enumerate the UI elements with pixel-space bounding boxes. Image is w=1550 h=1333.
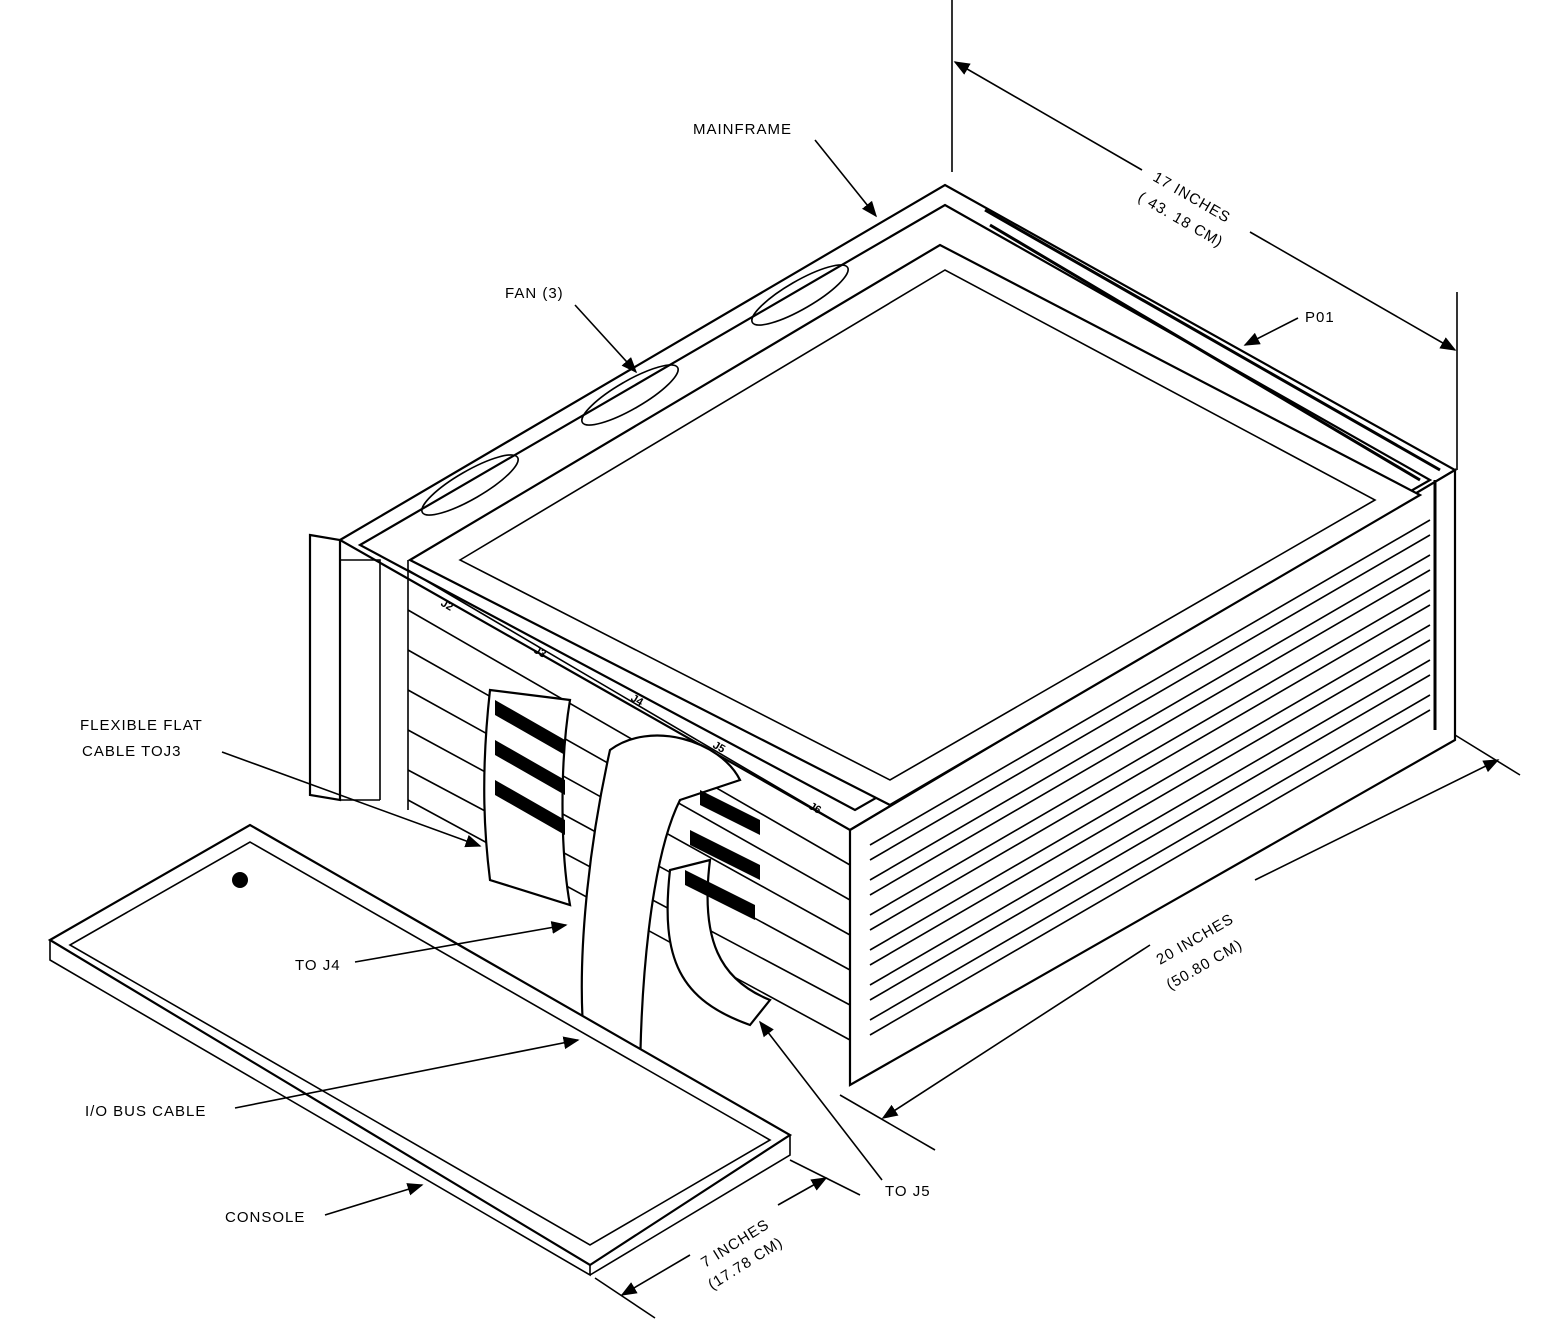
console-tray (47, 823, 793, 1277)
fan-icons (421, 264, 849, 516)
label-j5: J5 (711, 739, 728, 756)
label-j6: J6 (807, 800, 824, 817)
label-to-j5: TO J5 (885, 1183, 931, 1200)
mainframe-chassis (308, 183, 1458, 1087)
label-console: CONSOLE (225, 1209, 305, 1226)
label-mainframe: MAINFRAME (693, 121, 792, 138)
main-board (407, 243, 1423, 807)
label-io-bus-cable: I/O BUS CABLE (85, 1103, 206, 1120)
console-knob-icon (232, 872, 248, 888)
label-p01: P01 (1305, 309, 1335, 326)
front-plate (308, 533, 342, 802)
ribbon-cables (483, 688, 772, 1093)
label-j2: J2 (439, 597, 456, 614)
label-to-j4: TO J4 (295, 957, 341, 974)
label-fan: FAN (3) (505, 285, 564, 302)
p01-connector (984, 208, 1441, 472)
label-j3: J3 (532, 644, 549, 661)
label-flat-cable-2: CABLE TOJ3 (82, 743, 182, 760)
io-bus-cable (580, 734, 742, 1093)
label-flat-cable-1: FLEXIBLE FLAT (80, 717, 203, 734)
